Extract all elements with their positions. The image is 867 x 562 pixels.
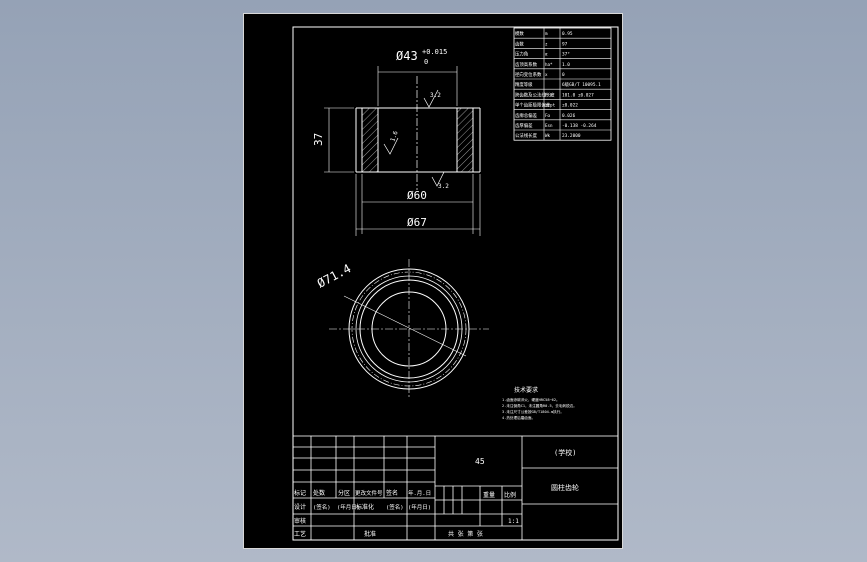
param-name: 齿廓总偏差: [515, 112, 538, 119]
roughness-bore-symbol: [383, 137, 399, 155]
bore-dim-label: Ø43: [396, 49, 418, 63]
title-block: [292, 435, 619, 541]
parameter-table-frame: [513, 27, 612, 141]
param-value: ±0.022: [562, 103, 578, 109]
param-value: 37°: [562, 52, 570, 58]
notes-title: 技术要求: [514, 386, 538, 394]
param-symbol: Fα: [545, 113, 551, 118]
note-item: 3.未注尺寸公差按GB/T1804-m执行。: [502, 409, 564, 414]
param-name: 齿数: [515, 40, 524, 47]
param-symbol: ha*: [545, 62, 553, 67]
tb-label-approve: 批准: [364, 530, 376, 538]
param-value: 1.0: [562, 62, 570, 68]
param-value: -0.138 -0.264: [562, 123, 597, 129]
param-value: 97: [562, 41, 568, 47]
param-symbol: z: [545, 41, 548, 46]
title-block-text: 45 (学校) 圆柱齿轮 标记 处数 分区 更改文件号 签名 年.月.日 设计 …: [294, 448, 579, 538]
param-value: 0: [562, 72, 565, 78]
tb-label-count: 处数: [313, 489, 325, 497]
tb-sheets: 共 张 第 张: [448, 530, 483, 538]
param-name: 模数: [515, 30, 524, 37]
roughness-bore-value: 1.6: [389, 130, 399, 143]
roughness-top-value: 3.2: [430, 92, 441, 99]
param-symbol: ±fpt: [545, 103, 556, 108]
bore-tol-lower: 0: [424, 58, 428, 66]
tb-design-sign: (签名): [313, 503, 331, 511]
param-symbol: Wk: [545, 133, 551, 138]
param-name: 齿顶高系数: [515, 61, 538, 68]
tb-label-zone: 分区: [338, 489, 350, 497]
left-wall-section: [361, 107, 379, 173]
outer-dia-label: Ø67: [407, 216, 427, 229]
note-item: 2.未注倒角C1，未注圆角R0.5，去毛刺锐边。: [502, 403, 577, 408]
tb-label-changedoc: 更改文件号: [355, 489, 383, 497]
tb-label-sign: 签名: [386, 489, 398, 497]
param-name: 径向变位系数: [515, 71, 542, 78]
pitch-dim-leader: [343, 295, 467, 357]
roughness-bottom-symbol: [431, 171, 445, 187]
param-name: 公法线长度: [515, 132, 538, 139]
tb-std-date: (年月日): [408, 503, 431, 511]
plan-view: [329, 259, 489, 399]
section-view: [324, 66, 481, 236]
param-value: 6级GB/T 10095.1: [562, 81, 601, 88]
param-name: 跨齿数及公法线长度: [515, 91, 555, 98]
param-name: 精度等级: [515, 81, 533, 88]
tb-label-scale: 比例: [504, 491, 516, 499]
tb-label-date: 年.月.日: [408, 489, 431, 497]
roughness-top-symbol: [423, 89, 439, 108]
right-wall-section: [456, 107, 474, 173]
material-text: 45: [475, 457, 485, 466]
title-block-frame: [292, 435, 619, 541]
tb-label-process: 工艺: [294, 530, 306, 538]
tb-std-sign: (签名): [386, 503, 404, 511]
part-name-text: 圆柱齿轮: [551, 483, 579, 492]
param-value: 23.2000: [562, 133, 581, 139]
tb-label-mark: 标记: [294, 489, 306, 497]
height-dim-label: 37: [312, 133, 325, 146]
param-value: 101.0 ±0.027: [562, 92, 594, 98]
tb-label-review: 审核: [294, 517, 306, 525]
roughness-bottom-value: 3.2: [438, 183, 449, 190]
pitch-dia-label: Ø71.4: [315, 261, 353, 290]
param-symbol: m: [545, 31, 548, 36]
technical-notes: 技术要求 1.齿面渗碳淬火，硬度HRC58~62。 2.未注倒角C1，未注圆角R…: [502, 386, 577, 420]
inner-dia-label: Ø60: [407, 189, 427, 202]
tb-label-standard: 标准化: [356, 503, 374, 511]
school-text: (学校): [554, 448, 576, 457]
param-name: 单个齿距极限偏差: [515, 102, 551, 109]
param-value: 0.026: [562, 113, 576, 119]
tb-label-design: 设计: [294, 503, 306, 511]
tb-label-weight: 重量: [483, 491, 495, 499]
param-value: 0.95: [562, 31, 573, 37]
note-item: 4.热处理后磨齿面。: [502, 415, 535, 420]
tb-design-date: (年月日): [337, 503, 360, 511]
param-symbol: α: [545, 52, 548, 57]
tb-scale-value: 1:1: [508, 518, 519, 525]
param-name: 齿厚偏差: [515, 122, 533, 129]
param-symbol: Esn: [545, 123, 553, 128]
param-symbol: F·k: [545, 92, 553, 97]
param-name: 压力角: [515, 51, 528, 58]
note-item: 1.齿面渗碳淬火，硬度HRC58~62。: [502, 397, 560, 402]
bore-tol-upper: +0.015: [422, 48, 447, 56]
param-symbol: x: [545, 72, 548, 77]
